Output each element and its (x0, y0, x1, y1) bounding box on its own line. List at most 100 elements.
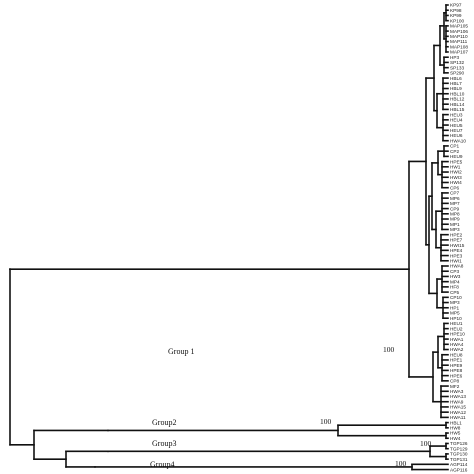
leaf-label: HWA2 (450, 347, 464, 352)
leaf-label: MP3 (450, 300, 460, 305)
leaf-label: HP1 (450, 305, 460, 310)
leaf-label: HEU7 (450, 128, 463, 133)
leaf-label: HWA12 (450, 410, 466, 415)
leaf-label: MP6 (450, 196, 460, 201)
leaf-label: HWI4 (450, 180, 462, 185)
leaf-label: HEU3 (450, 112, 463, 117)
leaf-label: SP133 (450, 65, 464, 70)
group-3-label: Group3 (152, 439, 176, 448)
leaf-label: HWA4 (450, 342, 464, 347)
leaf-label: HWI15 (450, 243, 465, 248)
leaf-label: MAP107 (450, 50, 468, 55)
leaf-label: MAP108 (450, 44, 468, 49)
leaf-label: HEU8 (450, 352, 463, 357)
leaf-label: KP97 (450, 3, 462, 8)
leaf-label: HWA15 (450, 405, 466, 410)
leaf-label: CP1 (450, 144, 460, 149)
leaf-label: HEU6 (450, 133, 463, 138)
leaf-label: HPE10 (450, 332, 465, 337)
leaf-label: MP3 (450, 227, 460, 232)
leaf-label: HBL1 (450, 420, 462, 425)
leaf-label: MAP110 (450, 34, 468, 39)
group-1-bootstrap: 100 (383, 345, 395, 354)
leaf-label: HPE7 (450, 238, 463, 243)
leaf-label: KP100 (450, 18, 464, 23)
leaf-label: HPE8 (450, 368, 463, 373)
leaf-labels: KP97KP98KP99KP100MAP105MAP106MAP110MAP11… (450, 3, 468, 473)
leaf-label: CP5 (450, 290, 460, 295)
leaf-label: CP2 (450, 149, 460, 154)
leaf-label: HBL9 (450, 86, 462, 91)
leaf-label: HF8 (450, 285, 459, 290)
leaf-label: HW5 (450, 431, 461, 436)
group-1-label: Group 1 (168, 347, 194, 356)
leaf-label: HW4 (450, 436, 461, 441)
leaf-label: TGP126 (450, 441, 468, 446)
leaf-label: CP9 (450, 206, 460, 211)
group-2-label: Group2 (152, 418, 176, 427)
leaf-label: TGP131 (450, 457, 468, 462)
leaf-label: HWA9 (450, 399, 464, 404)
leaf-label: AGP116 (450, 467, 468, 472)
leaf-label: HBL6 (450, 76, 462, 81)
leaf-label: HWI2 (450, 170, 462, 175)
leaf-label: CP3 (450, 269, 460, 274)
leaf-label: HPE1 (450, 358, 463, 363)
leaf-label: HBL14 (450, 102, 465, 107)
leaf-label: HPE6 (450, 373, 463, 378)
leaf-label: MP9 (450, 217, 460, 222)
leaf-label: HEU2 (450, 326, 463, 331)
leaf-label: HW3 (450, 274, 461, 279)
leaf-label: AGP114 (450, 462, 468, 467)
leaf-label: MF2 (450, 384, 460, 389)
group-4-bootstrap: 100 (395, 459, 407, 468)
tree-branches (9, 4, 449, 471)
leaf-label: HPE2 (450, 232, 463, 237)
leaf-label: HP3 (450, 55, 460, 60)
leaf-label: HBL15 (450, 107, 465, 112)
group-4-label: Group4 (150, 460, 174, 469)
leaf-label: MP1 (450, 222, 460, 227)
leaf-label: KP98 (450, 8, 462, 13)
leaf-label: MAP111 (450, 39, 468, 44)
leaf-label: HW8 (450, 426, 461, 431)
leaf-label: HPE3 (450, 253, 463, 258)
group-3-bootstrap: 100 (420, 439, 432, 448)
leaf-label: CP10 (450, 295, 462, 300)
leaf-label: KP99 (450, 13, 462, 18)
leaf-label: HWA3 (450, 389, 464, 394)
leaf-label: HWI3 (450, 175, 462, 180)
leaf-label: MAP106 (450, 29, 468, 34)
leaf-label: HBL12 (450, 97, 465, 102)
leaf-label: HWA1 (450, 337, 464, 342)
leaf-label: HEU4 (450, 118, 463, 123)
leaf-label: MP5 (450, 311, 460, 316)
leaf-label: HEU9 (450, 154, 463, 159)
leaf-label: HWA11 (450, 415, 466, 420)
leaf-label: SP290 (450, 71, 464, 76)
leaf-label: MAP105 (450, 24, 468, 29)
leaf-label: SP132 (450, 60, 464, 65)
leaf-label: HPE5 (450, 159, 463, 164)
tree-annotations: Group 1 100 Group2 100 Group3 100 Group4… (150, 345, 432, 469)
leaf-label: MP7 (450, 201, 460, 206)
leaf-label: HPE4 (450, 248, 463, 253)
leaf-label: CP6 (450, 185, 460, 190)
leaf-label: HEU5 (450, 123, 463, 128)
leaf-label: HWI1 (450, 258, 462, 263)
leaf-label: HW1 (450, 165, 461, 170)
leaf-label: HWA8 (450, 264, 464, 269)
leaf-label: HPE9 (450, 363, 463, 368)
leaf-label: CP8 (450, 379, 460, 384)
leaf-label: HP10 (450, 316, 462, 321)
leaf-label: HWA10 (450, 138, 466, 143)
group-2-bootstrap: 100 (320, 417, 332, 426)
leaf-label: MP8 (450, 212, 460, 217)
leaf-label: TGP130 (450, 452, 468, 457)
leaf-label: HEU1 (450, 321, 463, 326)
leaf-label: HWA13 (450, 394, 466, 399)
leaf-label: MP4 (450, 279, 460, 284)
leaf-label: HBL10 (450, 91, 465, 96)
leaf-label: TGP129 (450, 446, 468, 451)
